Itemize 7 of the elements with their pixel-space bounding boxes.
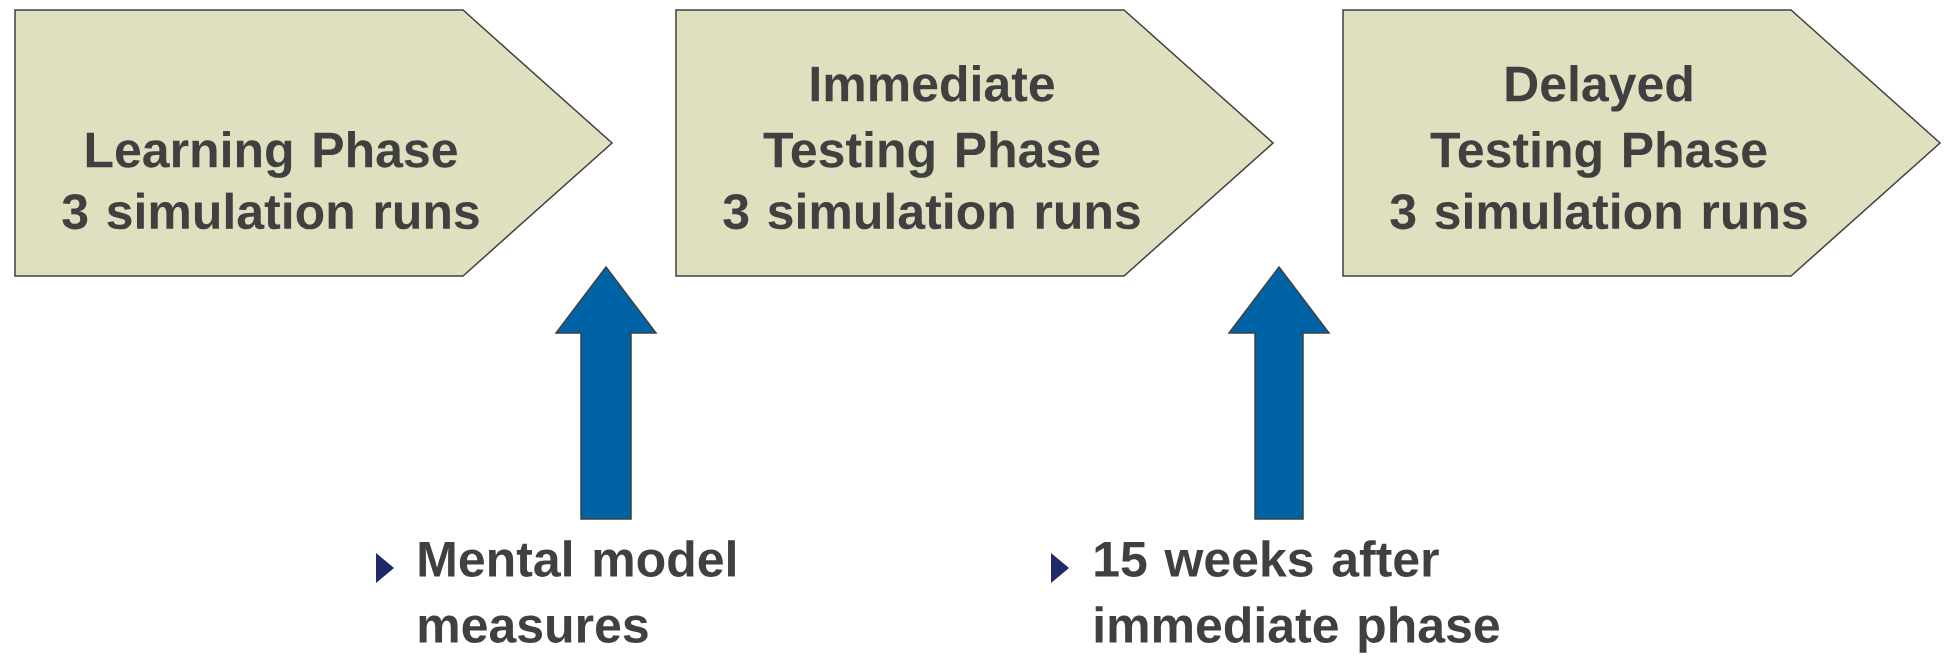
note-text: Mental model measures	[419, 540, 735, 643]
block-arrow	[554, 265, 658, 520]
block-arrow	[1227, 265, 1331, 520]
phase-box: Learning Phase 3 simulation runs	[14, 9, 614, 277]
phase-box: Immediate Testing Phase 3 simulation runs	[675, 9, 1275, 277]
phase-box: Delayed Testing Phase 3 simulation runs	[1342, 9, 1942, 277]
note-text: 15 weeks after immediate phase	[1095, 540, 1499, 653]
